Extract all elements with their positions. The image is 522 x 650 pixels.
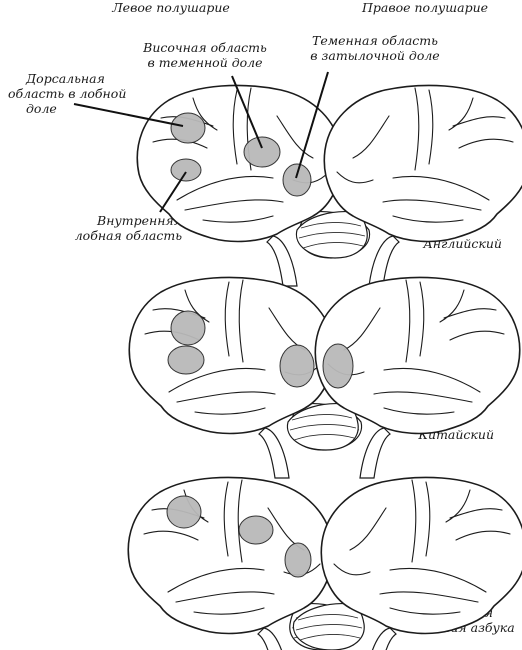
highlight-parietal-occipital [284,542,312,578]
brain-chinese-right [287,277,519,478]
label-parietal-occipital-line2: в затылочной доле [310,48,440,63]
brain-japanese-left [127,476,362,650]
label-temporal-parietal-line2: в теменной доле [147,55,263,70]
leader-dorsal-frontal [73,103,184,127]
brain-chinese-left [128,276,363,479]
label-inner-frontal: Внутренняя лобная область [40,213,182,243]
highlight-inner-frontal [170,158,202,182]
highlight-temporal-parietal [243,136,281,168]
label-inner-frontal-line1: Внутренняя [97,213,182,228]
right-hemisphere-header: Правое полушарие [361,0,489,15]
highlight-inner-frontal [167,345,205,375]
highlight-parietal-occipital [282,163,312,197]
highlight-dorsal-frontal [170,112,206,144]
brain-english-left [136,84,371,287]
highlight-temporal-parietal [238,515,274,545]
leader-temporal-parietal [231,75,263,149]
left-hemisphere-header: Левое полушарие [112,0,230,15]
label-temporal-parietal: Височная область в теменной доле [130,40,280,70]
label-temporal-parietal-line1: Височная область [143,40,267,55]
brain-japanese-right [293,477,522,650]
highlight-parietal-occipital [279,344,315,388]
highlight-dorsal-frontal [166,495,202,529]
leader-parietal-occipital [295,71,329,179]
label-inner-frontal-line2: лобная область [74,228,182,243]
label-dorsal-frontal: Дорсальная область в лобной доле [8,71,148,116]
label-dorsal-frontal-line2: область в лобной [8,86,127,101]
label-dorsal-frontal-line3: доле [26,101,57,116]
leader-inner-frontal [159,171,187,213]
label-parietal-occipital-line1: Теменная область [312,33,438,48]
label-parietal-occipital: Теменная область в затылочной доле [300,33,450,63]
highlight-dorsal-frontal [170,310,206,346]
label-dorsal-frontal-line1: Дорсальная [26,71,105,86]
brain-english-right [296,85,522,286]
highlight-parietal-occipital-right [322,343,354,389]
